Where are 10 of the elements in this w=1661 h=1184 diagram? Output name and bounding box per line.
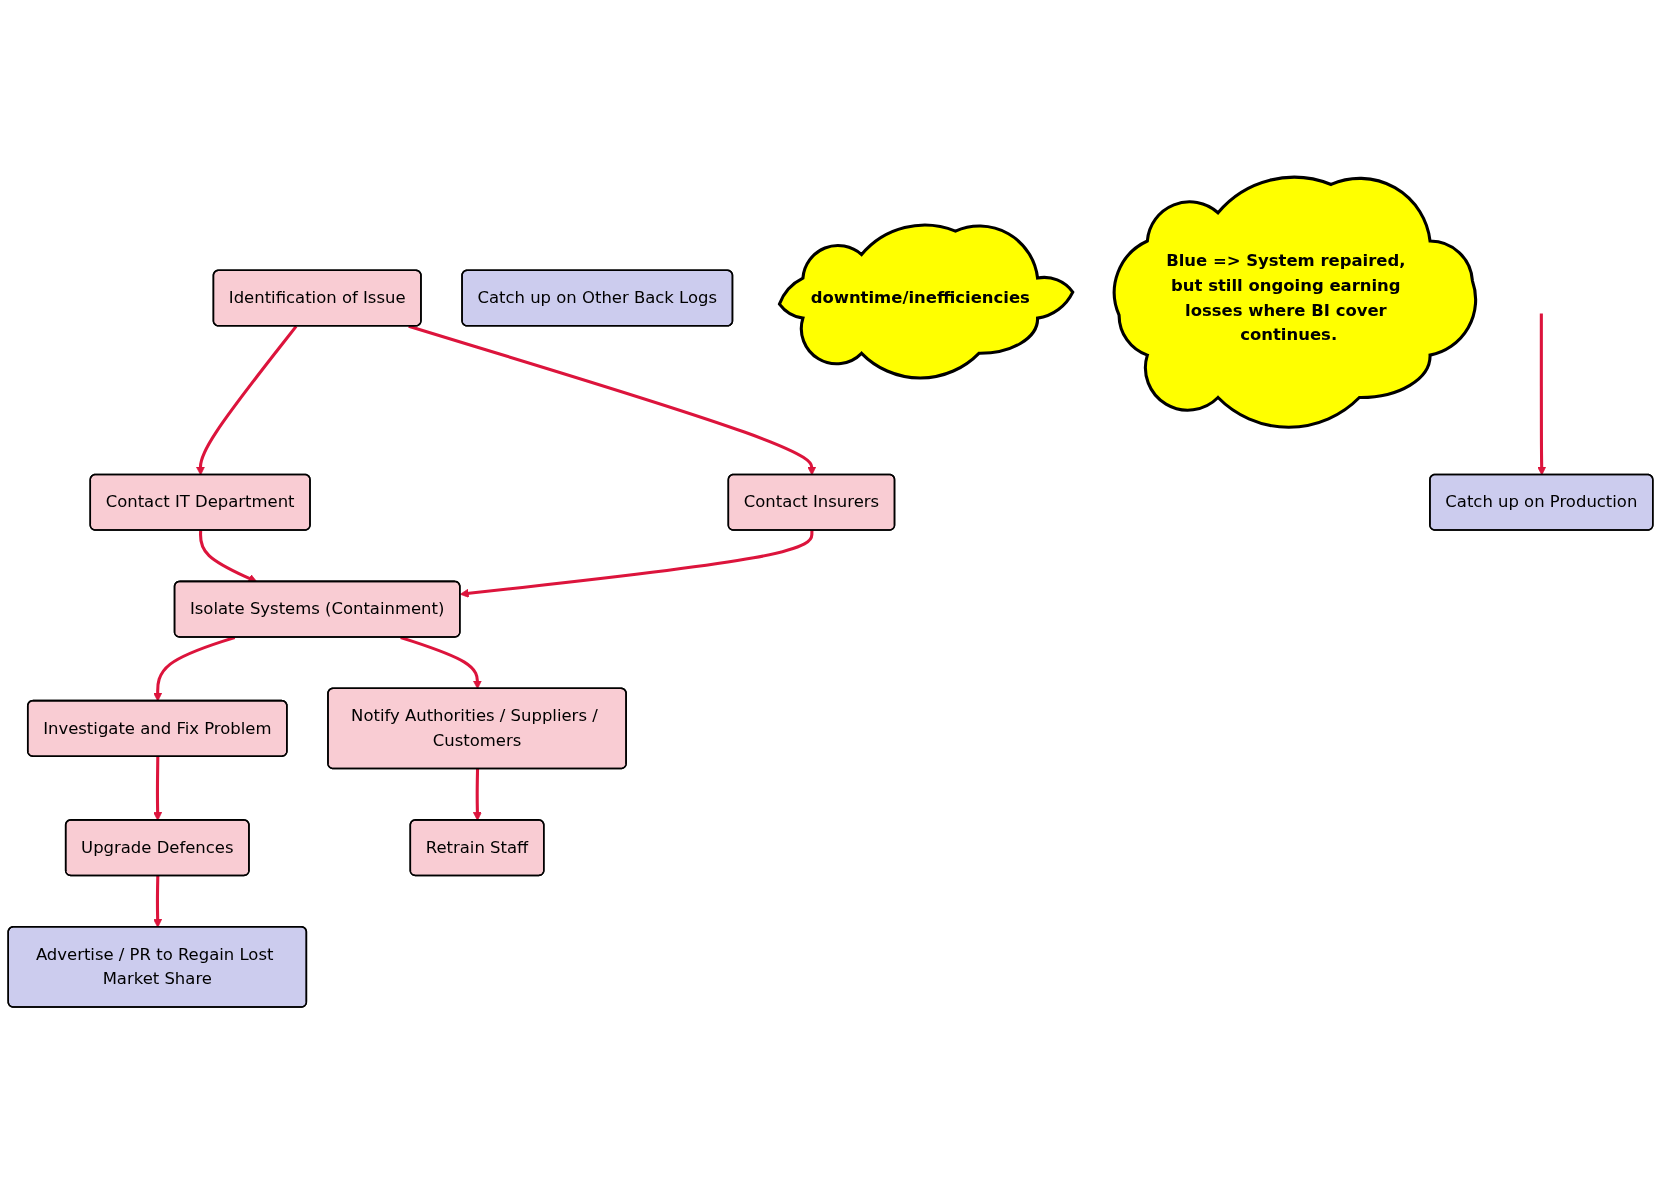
arrow bbox=[400, 635, 482, 690]
arrow bbox=[199, 530, 258, 583]
arrow bbox=[153, 635, 236, 702]
arrow bbox=[472, 768, 482, 821]
arrow bbox=[153, 756, 163, 821]
arrow bbox=[1537, 313, 1547, 476]
arrow bbox=[459, 530, 814, 598]
arrow bbox=[153, 875, 163, 928]
arrow bbox=[195, 325, 298, 476]
arrow bbox=[408, 324, 817, 476]
